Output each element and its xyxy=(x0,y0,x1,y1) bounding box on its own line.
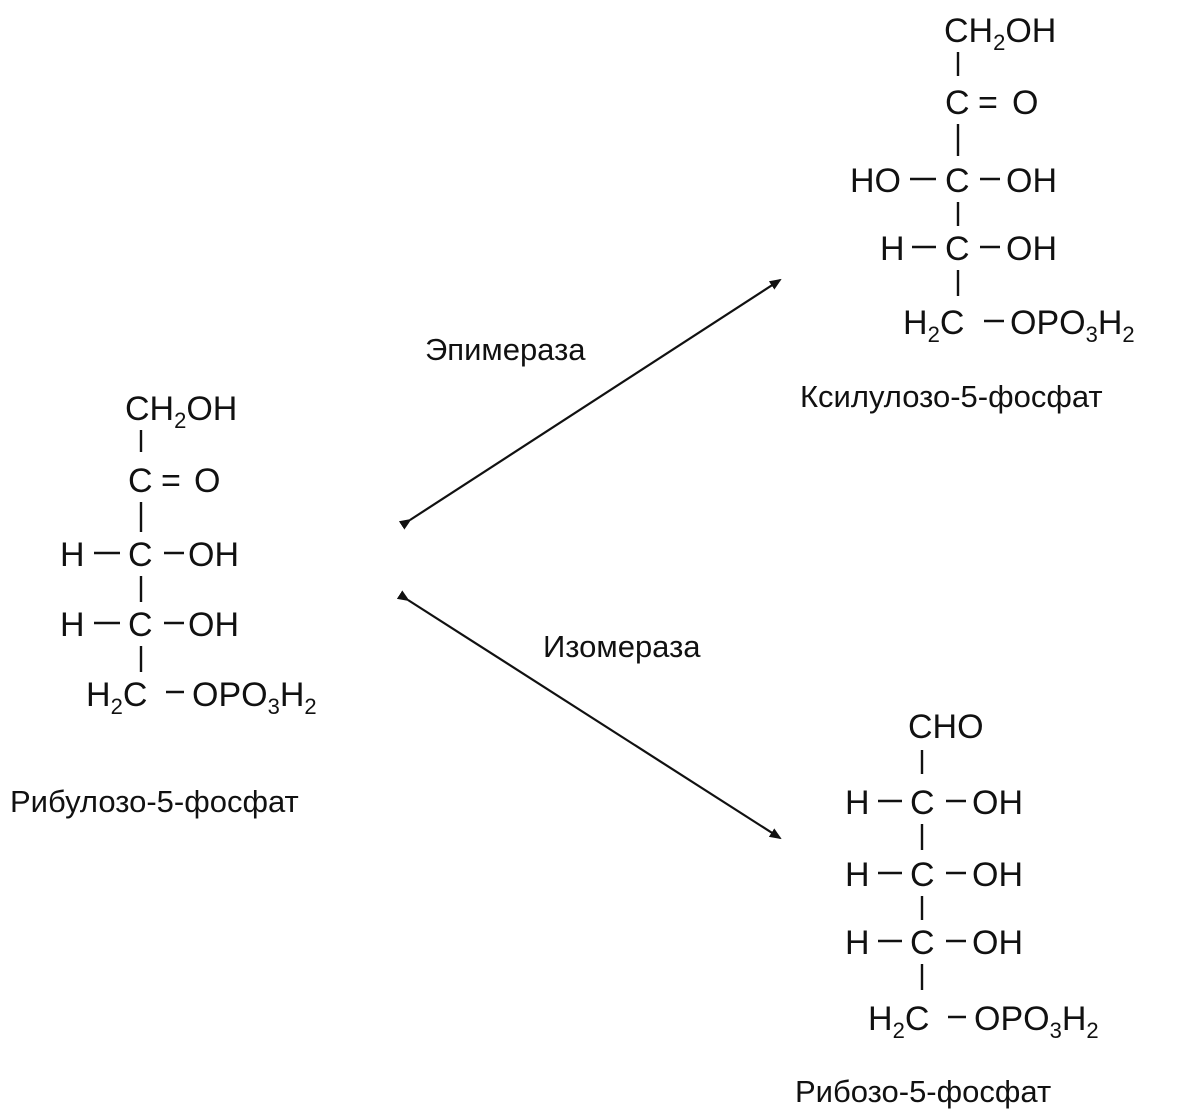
xylulose-c4-oh: OH xyxy=(1006,230,1057,268)
ribose-c3-carbon: C xyxy=(910,856,935,894)
ribose-c4-h: H xyxy=(845,924,870,962)
xylulose-c3-oh: OH xyxy=(1006,162,1057,200)
ribose-c2-carbon: C xyxy=(910,784,935,822)
ribose-c1-group: CHO xyxy=(908,708,984,746)
ribulose-c5-h2c: H2C xyxy=(86,676,147,719)
epimerase-label: Эпимераза xyxy=(425,332,586,367)
ribose-c4-carbon: C xyxy=(910,924,935,962)
ribulose-c3-oh: OH xyxy=(188,536,239,574)
ribulose-c2-carbon: C xyxy=(128,462,153,500)
ribulose-c3-h: H xyxy=(60,536,85,574)
xylulose-5-phosphate-label: Ксилулозо-5-фосфат xyxy=(800,379,1103,414)
ribulose-c3-carbon: C xyxy=(128,536,153,574)
ribose-c4-oh: OH xyxy=(972,924,1023,962)
ribulose-5-phosphate-label: Рибулозо-5-фосфат xyxy=(10,784,299,819)
ribulose-c1-group: CH2OH xyxy=(125,390,237,433)
ribulose-c2-double-bond: = xyxy=(161,462,181,500)
ribose-c2-h: H xyxy=(845,784,870,822)
xylulose-5-phosphate-structure: CH2OH C = O HO C OH H C OH H2C OPO3H2 xyxy=(850,12,1135,347)
xylulose-c1-group: CH2OH xyxy=(944,12,1056,55)
ribose-c5-h2c: H2C xyxy=(868,1000,929,1043)
xylulose-c4-carbon: C xyxy=(945,230,970,268)
ribose-5-phosphate-structure: CHO H C OH H C OH H C OH H2C OPO3H2 xyxy=(845,708,1099,1043)
ribose-5-phosphate-label: Рибозо-5-фосфат xyxy=(795,1074,1051,1109)
xylulose-c3-carbon: C xyxy=(945,162,970,200)
ribulose-5-phosphate-structure: CH2OH C = O H C OH H C OH H2C OPO3H2 xyxy=(60,390,317,719)
ribulose-c2-oxygen: O xyxy=(194,462,220,500)
ribulose-c4-carbon: C xyxy=(128,606,153,644)
isomerase-reversible-arrow xyxy=(396,590,782,840)
xylulose-c3-ho: HO xyxy=(850,162,901,200)
xylulose-c2-oxygen: O xyxy=(1012,84,1038,122)
ribose-c5-phosphate: OPO3H2 xyxy=(974,1000,1099,1043)
ribulose-c4-h: H xyxy=(60,606,85,644)
xylulose-c2-double-bond: = xyxy=(978,84,998,122)
ribulose-c4-oh: OH xyxy=(188,606,239,644)
xylulose-c5-h2c: H2C xyxy=(903,304,964,347)
xylulose-c5-phosphate: OPO3H2 xyxy=(1010,304,1135,347)
xylulose-c4-h: H xyxy=(880,230,905,268)
ribose-c2-oh: OH xyxy=(972,784,1023,822)
isomerase-label: Изомераза xyxy=(543,629,701,664)
ribulose-c5-phosphate: OPO3H2 xyxy=(192,676,317,719)
xylulose-c2-carbon: C xyxy=(945,84,970,122)
epimerase-reversible-arrow xyxy=(398,278,782,530)
ribose-c3-oh: OH xyxy=(972,856,1023,894)
ribose-c3-h: H xyxy=(845,856,870,894)
